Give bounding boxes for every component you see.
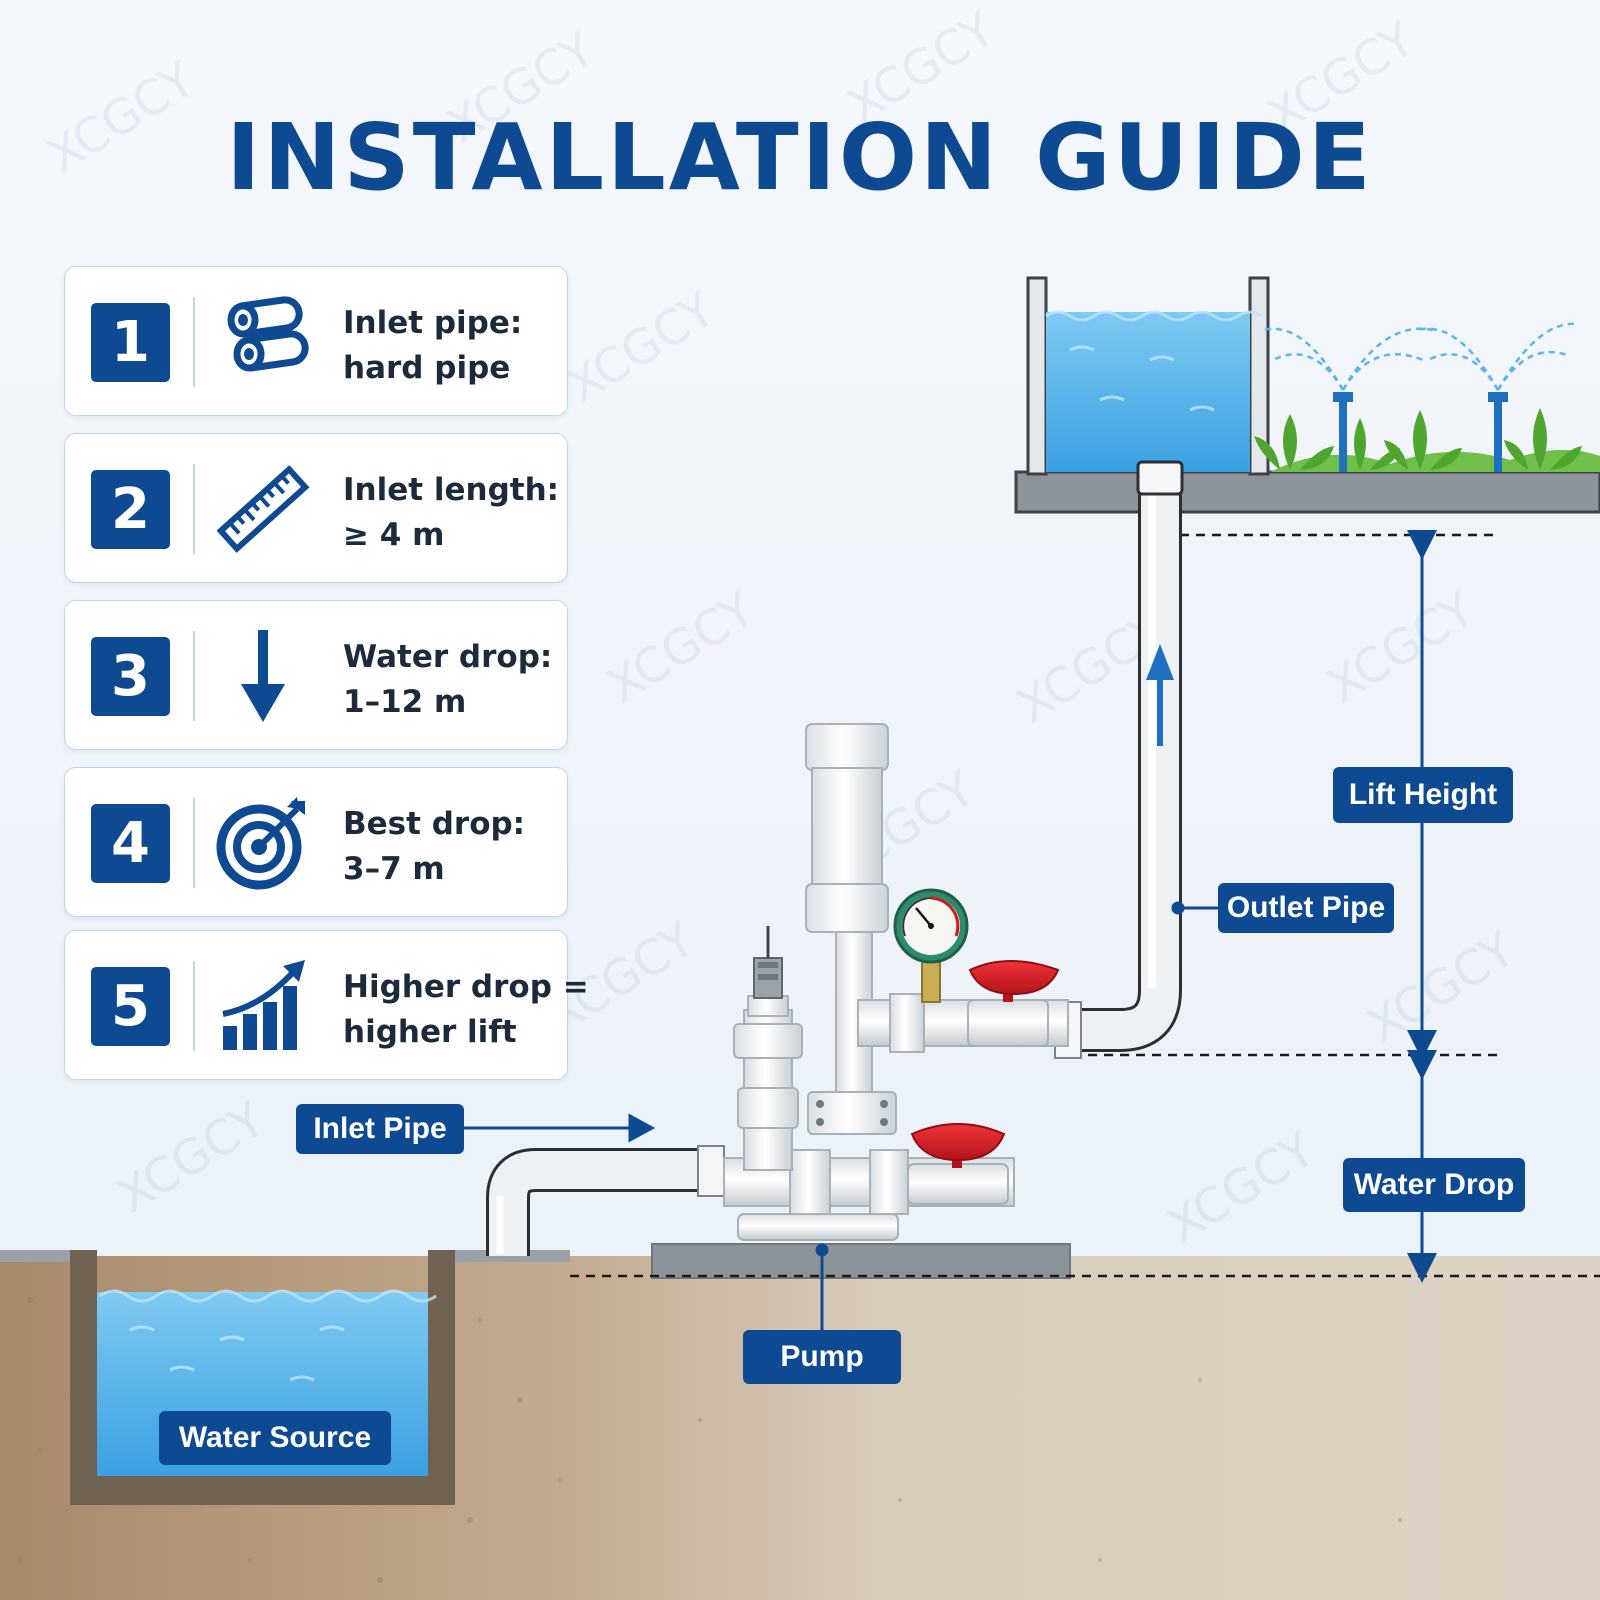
- step-number-4: 4: [91, 804, 170, 883]
- inlet-pipe-label: Inlet Pipe: [296, 1104, 464, 1154]
- step-title: Higher drop =: [343, 969, 589, 1005]
- step-card-2: 2 Inlet length: ≥ 4 m: [64, 433, 568, 583]
- step-value: 3–7 m: [343, 851, 445, 887]
- tank-platform: [1014, 470, 1600, 514]
- step-text-4: Best drop: 3–7 m: [343, 802, 563, 892]
- step-card-1: 1 Inlet pipe: hard pipe: [64, 266, 568, 416]
- card-divider: [193, 464, 195, 554]
- card-divider: [193, 961, 195, 1051]
- target-icon: [213, 793, 313, 893]
- irrigation-plants: [1254, 322, 1600, 472]
- arrow-down-icon: [213, 626, 313, 726]
- step-text-3: Water drop: 1–12 m: [343, 635, 563, 725]
- step-value: 1–12 m: [343, 684, 467, 720]
- tank-waves: [1045, 310, 1263, 412]
- step-title: Inlet length:: [343, 472, 560, 508]
- step-text-2: Inlet length: ≥ 4 m: [343, 468, 563, 558]
- water-drop-label: Water Drop: [1343, 1158, 1525, 1212]
- step-value: higher lift: [343, 1014, 517, 1050]
- step-card-3: 3 Water drop: 1–12 m: [64, 600, 568, 750]
- inlet-pipe: [486, 1145, 725, 1256]
- ground-surface-left: [0, 1250, 70, 1262]
- water-source-waves: [99, 1289, 437, 1382]
- step-title: Inlet pipe:: [343, 305, 523, 341]
- step-number-5: 5: [91, 967, 170, 1046]
- ruler-icon: [213, 459, 313, 559]
- step-value: hard pipe: [343, 350, 511, 386]
- card-divider: [193, 798, 195, 888]
- water-source-pit: [70, 1250, 455, 1505]
- page-title: INSTALLATION GUIDE: [226, 104, 1374, 211]
- step-title: Best drop:: [343, 806, 526, 842]
- pump-label: Pump: [743, 1330, 901, 1384]
- step-number-3: 3: [91, 637, 170, 716]
- step-value: ≥ 4 m: [343, 517, 445, 553]
- card-divider: [193, 297, 195, 387]
- card-divider: [193, 631, 195, 721]
- step-card-4: 4 Best drop: 3–7 m: [64, 767, 568, 917]
- label-connectors: [464, 901, 1218, 1332]
- soil-specks: [17, 1297, 1402, 1583]
- tank-water: [1046, 312, 1250, 472]
- bar-chart-rising-icon: [213, 956, 313, 1056]
- outlet-pipe: [1054, 460, 1184, 1059]
- step-number-2: 2: [91, 470, 170, 549]
- lift-height-label: Lift Height: [1333, 767, 1513, 823]
- water-source-label: Water Source: [159, 1411, 391, 1465]
- pump-assembly: [723, 723, 1069, 1241]
- flow-direction-arrow: [1146, 644, 1174, 746]
- step-card-5: 5 Higher drop = higher lift: [64, 930, 589, 1080]
- step-text-1: Inlet pipe: hard pipe: [343, 301, 563, 391]
- step-title: Water drop:: [343, 639, 553, 675]
- step-number-1: 1: [91, 303, 170, 382]
- pipes-icon: [213, 292, 313, 392]
- tank-wall-left: [1026, 276, 1048, 476]
- outlet-pipe-label: Outlet Pipe: [1218, 883, 1394, 933]
- pump-base-slab: [651, 1243, 1071, 1279]
- step-text-5: Higher drop = higher lift: [343, 965, 589, 1055]
